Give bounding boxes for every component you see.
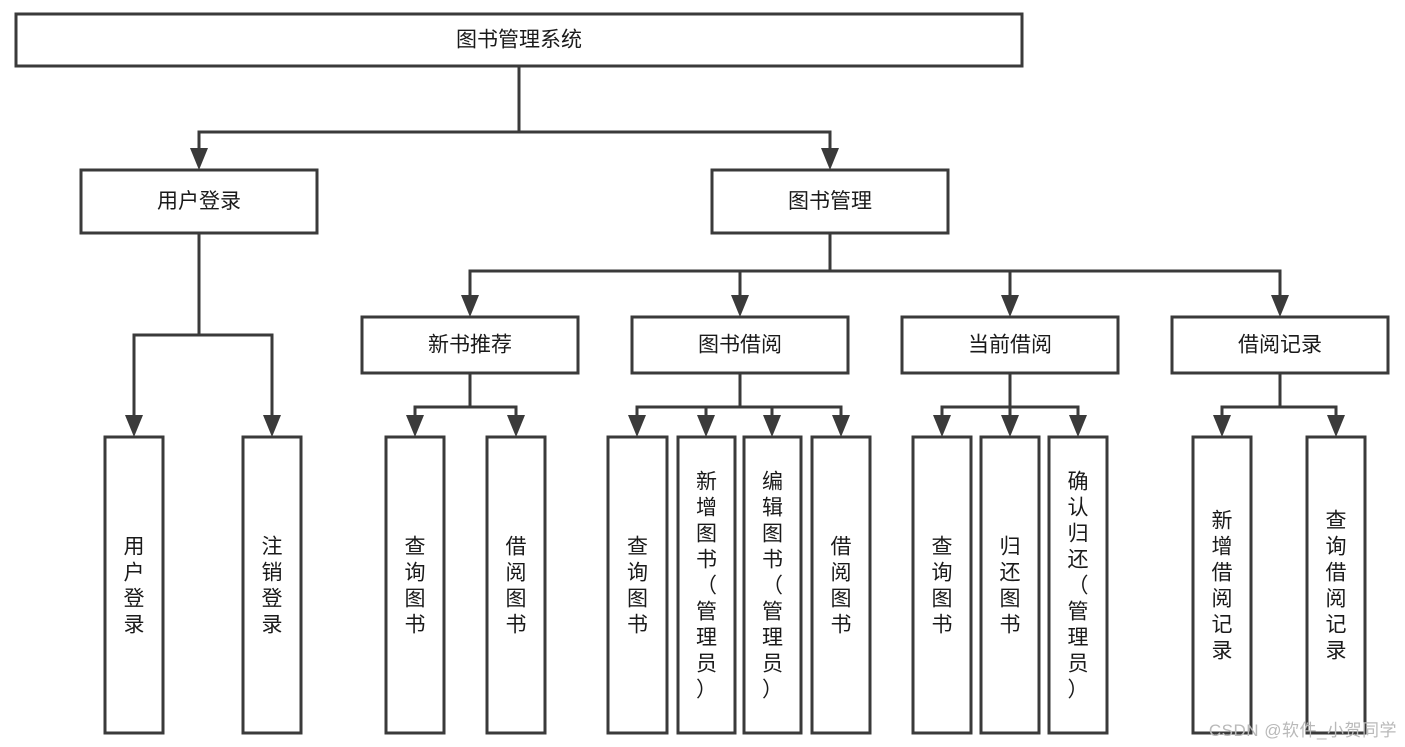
node-box[interactable] bbox=[630, 315, 850, 375]
node-root-图书管理系统[interactable]: 图书管理系统 bbox=[14, 12, 1024, 68]
node-leaf-2-查询图书[interactable]: 查询图书 bbox=[384, 435, 446, 735]
node-label: 归还图书 bbox=[1000, 535, 1021, 636]
arrow-head-icon bbox=[731, 295, 749, 317]
node-leaf-7-借阅图书[interactable]: 借阅图书 bbox=[810, 435, 872, 735]
arrow-head-icon bbox=[628, 415, 646, 437]
node-layer: 图书管理系统用户登录图书管理新书推荐图书借阅当前借阅借阅记录用户登录注销登录查询… bbox=[14, 12, 1390, 735]
node-box[interactable] bbox=[1170, 315, 1390, 375]
arrow-head-icon bbox=[821, 148, 839, 170]
arrow-head-icon bbox=[697, 415, 715, 437]
arrow-head-icon bbox=[263, 415, 281, 437]
node-box[interactable] bbox=[1047, 435, 1109, 735]
node-leaf-5-新增图书管理员[interactable]: 新增图书（管理员） bbox=[676, 435, 737, 735]
node-label: 图书管理系统 bbox=[456, 29, 582, 52]
node-box[interactable] bbox=[1191, 435, 1253, 735]
node-box[interactable] bbox=[676, 435, 737, 735]
node-label: 用户登录 bbox=[157, 190, 241, 213]
node-box[interactable] bbox=[606, 435, 669, 735]
arrow-head-icon bbox=[1069, 415, 1087, 437]
arrow-head-icon bbox=[832, 415, 850, 437]
arrow-head-icon bbox=[1213, 415, 1231, 437]
node-l3-借阅记录[interactable]: 借阅记录 bbox=[1170, 315, 1390, 375]
node-box[interactable] bbox=[1305, 435, 1367, 735]
node-box[interactable] bbox=[103, 435, 165, 735]
node-box[interactable] bbox=[900, 315, 1120, 375]
node-l2-用户登录[interactable]: 用户登录 bbox=[79, 168, 319, 235]
node-box[interactable] bbox=[710, 168, 950, 235]
node-label: 当前借阅 bbox=[968, 334, 1052, 357]
arrow-head-icon bbox=[763, 415, 781, 437]
arrow-head-icon bbox=[1327, 415, 1345, 437]
arrow-head-icon bbox=[461, 295, 479, 317]
node-label: 确认归还（管理员） bbox=[1068, 470, 1089, 701]
node-leaf-12-查询借阅记录[interactable]: 查询借阅记录 bbox=[1305, 435, 1367, 735]
node-leaf-11-新增借阅记录[interactable]: 新增借阅记录 bbox=[1191, 435, 1253, 735]
arrow-head-icon bbox=[1001, 295, 1019, 317]
node-label: 借阅图书 bbox=[831, 535, 852, 636]
node-box[interactable] bbox=[742, 435, 803, 735]
node-label: 借阅图书 bbox=[506, 535, 527, 636]
node-label: 新增图书（管理员） bbox=[696, 470, 717, 701]
node-label: 注销登录 bbox=[262, 535, 283, 636]
node-box[interactable] bbox=[79, 168, 319, 235]
node-label: 用户登录 bbox=[124, 535, 145, 636]
node-label: 查询图书 bbox=[405, 535, 426, 636]
arrow-head-icon bbox=[1001, 415, 1019, 437]
csdn-watermark: CSDN @软件_小贺同学 bbox=[1208, 721, 1397, 740]
node-label: 查询图书 bbox=[627, 535, 648, 636]
node-label: 查询图书 bbox=[932, 535, 953, 636]
node-label: 借阅记录 bbox=[1238, 334, 1322, 357]
node-l3-当前借阅[interactable]: 当前借阅 bbox=[900, 315, 1120, 375]
arrow-head-icon bbox=[190, 148, 208, 170]
node-box[interactable] bbox=[360, 315, 580, 375]
arrow-head-icon bbox=[1271, 295, 1289, 317]
node-box[interactable] bbox=[384, 435, 446, 735]
node-box[interactable] bbox=[810, 435, 872, 735]
node-label: 新书推荐 bbox=[428, 334, 512, 357]
node-l3-图书借阅[interactable]: 图书借阅 bbox=[630, 315, 850, 375]
node-leaf-0-用户登录[interactable]: 用户登录 bbox=[103, 435, 165, 735]
node-label: 新增借阅记录 bbox=[1212, 509, 1233, 662]
node-label: 图书管理 bbox=[788, 190, 872, 213]
node-box[interactable] bbox=[14, 12, 1024, 68]
node-box[interactable] bbox=[485, 435, 547, 735]
node-leaf-8-查询图书[interactable]: 查询图书 bbox=[911, 435, 973, 735]
node-leaf-6-编辑图书管理员[interactable]: 编辑图书（管理员） bbox=[742, 435, 803, 735]
node-label: 查询借阅记录 bbox=[1326, 509, 1347, 662]
arrow-head-icon bbox=[406, 415, 424, 437]
node-leaf-4-查询图书[interactable]: 查询图书 bbox=[606, 435, 669, 735]
node-leaf-3-借阅图书[interactable]: 借阅图书 bbox=[485, 435, 547, 735]
node-label: 图书借阅 bbox=[698, 334, 782, 357]
node-leaf-9-归还图书[interactable]: 归还图书 bbox=[979, 435, 1041, 735]
node-leaf-10-确认归还管理员[interactable]: 确认归还（管理员） bbox=[1047, 435, 1109, 735]
node-l3-新书推荐[interactable]: 新书推荐 bbox=[360, 315, 580, 375]
arrow-head-icon bbox=[933, 415, 951, 437]
node-box[interactable] bbox=[911, 435, 973, 735]
arrow-head-icon bbox=[507, 415, 525, 437]
node-leaf-1-注销登录[interactable]: 注销登录 bbox=[241, 435, 303, 735]
node-box[interactable] bbox=[979, 435, 1041, 735]
node-l2-图书管理[interactable]: 图书管理 bbox=[710, 168, 950, 235]
node-label: 编辑图书（管理员） bbox=[762, 470, 783, 701]
arrow-head-icon bbox=[125, 415, 143, 437]
node-box[interactable] bbox=[241, 435, 303, 735]
connector-layer bbox=[125, 64, 1345, 437]
